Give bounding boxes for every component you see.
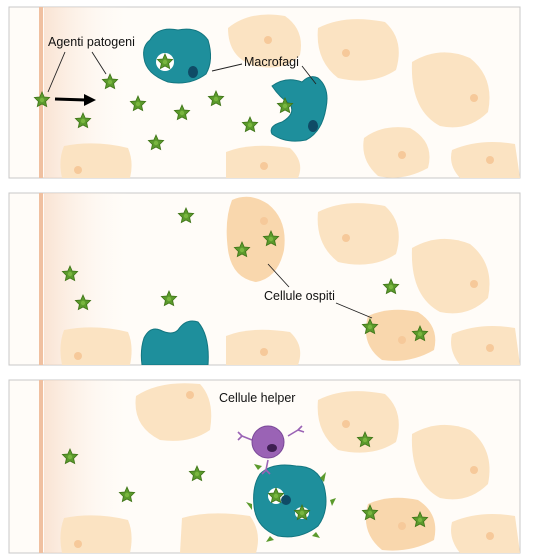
- leader-line: [47, 51, 66, 93]
- macrophage: [270, 76, 328, 142]
- leader-line: [91, 51, 107, 75]
- host-cell: [451, 514, 520, 553]
- label-pathogens: Agenti patogeni: [48, 35, 135, 49]
- leader-line: [301, 65, 317, 85]
- label-host-cells: Cellule ospiti: [264, 289, 335, 303]
- label-helper-cells: Cellule helper: [219, 391, 295, 405]
- host-cell: [226, 329, 301, 365]
- host-cell-infected: [226, 196, 285, 282]
- host-cell: [317, 19, 399, 81]
- host-cell: [180, 513, 258, 553]
- macrophage: [143, 28, 212, 84]
- helper-cell: [237, 425, 305, 475]
- macrophage: [140, 320, 209, 365]
- vessel-wall: [39, 380, 43, 553]
- host-cell: [363, 127, 430, 178]
- host-cell: [60, 515, 132, 553]
- macrophage: [246, 464, 336, 542]
- host-cell: [411, 52, 490, 128]
- panel-2: Cellule ospiti: [8, 192, 521, 366]
- vessel-wall: [39, 193, 43, 365]
- movement-arrow: [54, 94, 96, 106]
- host-cell: [411, 424, 490, 500]
- host-cell: [451, 142, 520, 178]
- host-cell: [226, 145, 301, 178]
- host-cell: [411, 238, 490, 314]
- host-cells: [60, 14, 520, 178]
- leader-line: [335, 302, 373, 319]
- host-cells: [60, 196, 520, 365]
- host-cells: [60, 383, 520, 553]
- leader-line: [211, 63, 243, 72]
- host-cell: [60, 143, 132, 178]
- host-cell: [317, 203, 399, 265]
- host-cell: [317, 391, 399, 453]
- label-macrophages: Macrofagi: [244, 55, 299, 69]
- vessel-wall: [39, 7, 43, 178]
- host-cell: [60, 327, 132, 365]
- host-cell: [451, 326, 520, 365]
- leader-line: [267, 263, 290, 288]
- host-cell-infected: [365, 309, 436, 361]
- panel-1: Agenti patogeni Macrofagi: [8, 6, 521, 179]
- panel-3: Cellule helper: [8, 379, 521, 554]
